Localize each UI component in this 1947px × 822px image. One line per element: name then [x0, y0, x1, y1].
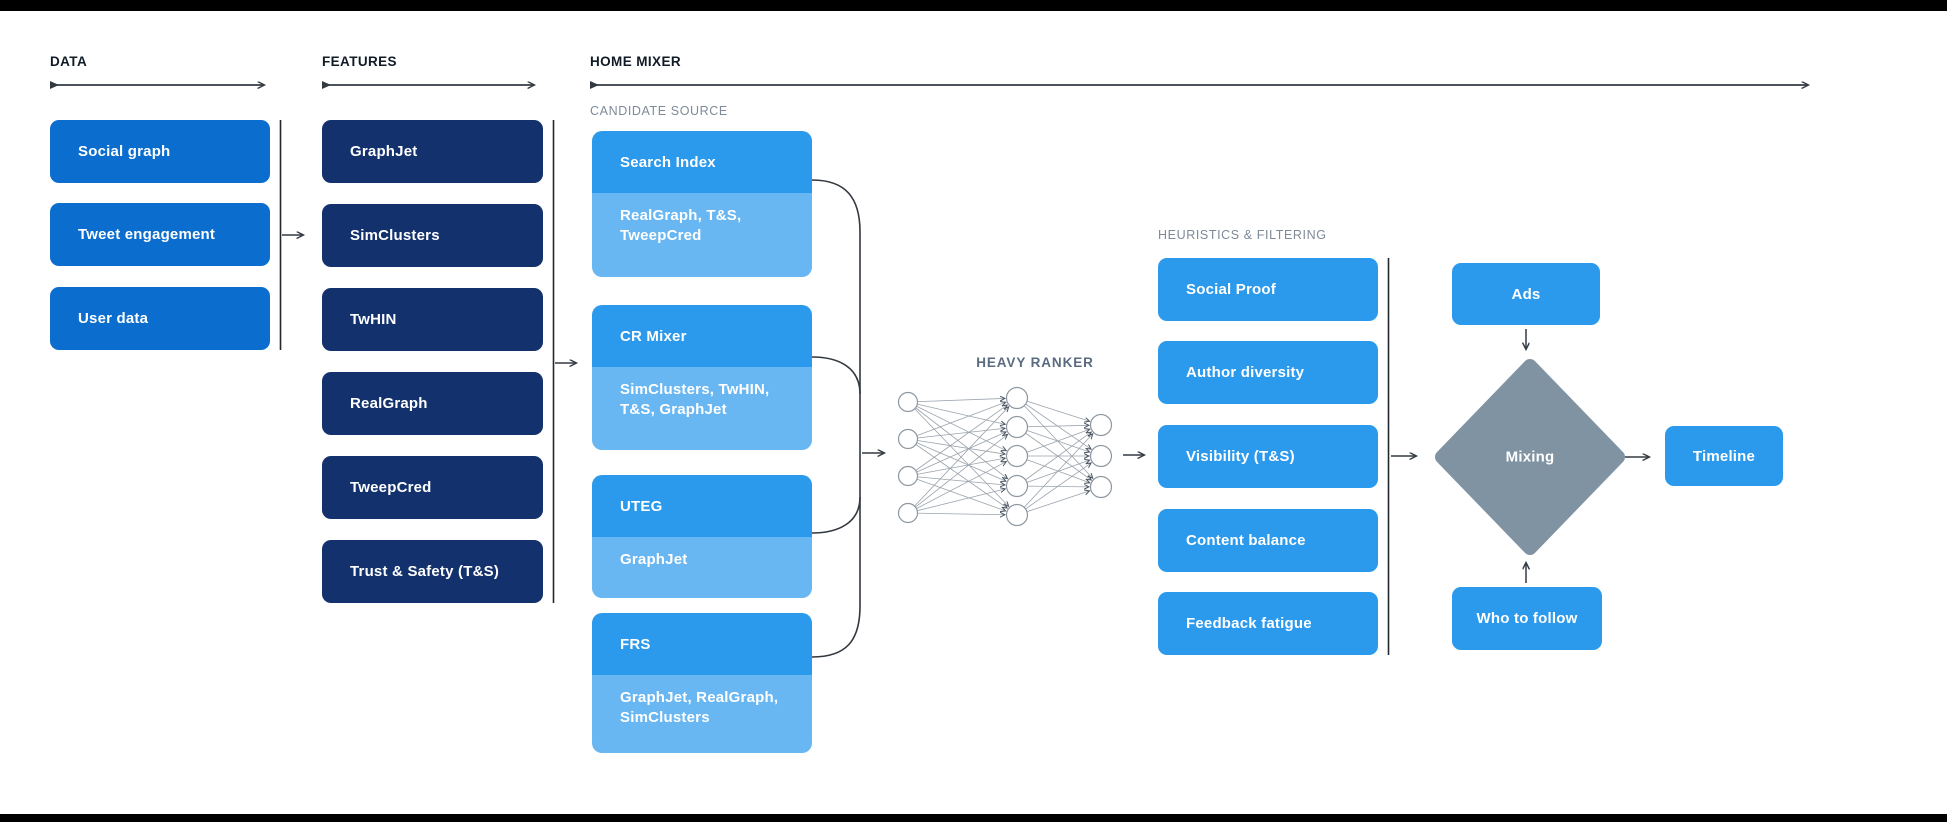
node-uteg: UTEG GraphJet [592, 475, 812, 598]
node-visibility: Visibility (T&S) [1158, 425, 1378, 488]
uteg-title: UTEG [592, 475, 812, 537]
curve-search-index [811, 179, 861, 233]
network-edge [1016, 455, 1089, 483]
network-edge [907, 462, 1006, 514]
node-feedback-fatigue: Feedback fatigue [1158, 592, 1378, 655]
node-search-index: Search Index RealGraph, T&S, TweepCred [592, 131, 812, 277]
network-edge [907, 489, 1005, 514]
network-edge [1016, 491, 1089, 516]
node-who-to-follow: Who to follow [1452, 587, 1602, 650]
network-node-output [1089, 444, 1113, 468]
network-edge [1016, 432, 1091, 487]
node-graphjet: GraphJet [322, 120, 543, 183]
node-frs: FRS GraphJet, RealGraph, SimClusters [592, 613, 812, 753]
network-edge [907, 402, 1005, 440]
curve-cr-mixer [811, 356, 861, 395]
network-edge [1016, 397, 1089, 421]
network-edge [907, 435, 1007, 514]
mixing-diamond-label: Mixing [1505, 448, 1555, 466]
network-edge [907, 513, 1005, 515]
bottom-frame-bar [0, 814, 1947, 822]
search-index-features: RealGraph, T&S, TweepCred [592, 193, 812, 277]
node-content-balance: Content balance [1158, 509, 1378, 572]
section-label-home-mixer: HOME MIXER [590, 54, 682, 69]
network-edge [1016, 434, 1092, 516]
network-node-output [1089, 413, 1113, 437]
network-edge [1016, 397, 1092, 478]
frs-title: FRS [592, 613, 812, 675]
node-tweepcred: TweepCred [322, 456, 543, 519]
node-cr-mixer: CR Mixer SimClusters, TwHIN, T&S, GraphJ… [592, 305, 812, 450]
node-social-proof: Social Proof [1158, 258, 1378, 321]
network-edge [1016, 429, 1089, 457]
network-node-input [897, 465, 919, 487]
network-edge [1016, 397, 1091, 449]
network-node-hidden [1005, 415, 1029, 439]
network-node-hidden [1005, 503, 1029, 527]
curve-frs [811, 605, 861, 658]
uteg-features: GraphJet [592, 537, 812, 598]
network-edge [1016, 486, 1089, 487]
label-candidate-source: CANDIDATE SOURCE [590, 104, 728, 118]
section-label-features: FEATURES [322, 54, 397, 69]
cr-mixer-features: SimClusters, TwHIN, T&S, GraphJet [592, 367, 812, 450]
node-simclusters: SimClusters [322, 204, 543, 267]
network-node-input [897, 502, 919, 524]
network-edge [907, 401, 1006, 450]
network-edge [907, 428, 1005, 440]
label-heavy-ranker: HEAVY RANKER [976, 355, 1094, 370]
network-node-input [897, 428, 919, 450]
cr-mixer-title: CR Mixer [592, 305, 812, 367]
network-edge [907, 405, 1007, 477]
network-node-output [1089, 475, 1113, 499]
network-node-hidden [1005, 444, 1029, 468]
frs-features: GraphJet, RealGraph, SimClusters [592, 675, 812, 753]
network-edge [907, 398, 1005, 403]
network-node-input [897, 391, 919, 413]
node-tweet-engagement: Tweet engagement [50, 203, 270, 266]
network-edge [1016, 426, 1089, 452]
network-edge [907, 458, 1005, 477]
node-ads: Ads [1452, 263, 1600, 325]
network-edge [907, 475, 1005, 511]
network-edge [1016, 463, 1091, 516]
heavy-ranker-network [897, 386, 1113, 527]
network-node-hidden [1005, 386, 1029, 410]
node-trust-safety: Trust & Safety (T&S) [322, 540, 543, 603]
network-edge [907, 407, 1008, 514]
node-realgraph: RealGraph [322, 372, 543, 435]
network-edge [1016, 426, 1091, 480]
curve-uteg [811, 496, 861, 534]
network-edge [907, 432, 1006, 477]
network-node-hidden [1005, 474, 1029, 498]
top-frame-bar [0, 0, 1947, 11]
section-rules [50, 81, 1808, 89]
section-label-data: DATA [50, 54, 88, 69]
node-author-diversity: Author diversity [1158, 341, 1378, 404]
mixing-diamond [1435, 359, 1625, 555]
label-heuristics-filtering: HEURISTICS & FILTERING [1158, 228, 1327, 242]
node-social-graph: Social graph [50, 120, 270, 183]
network-edge [907, 401, 1005, 424]
flow-arrows [282, 235, 1649, 583]
network-edge [907, 401, 1008, 506]
network-edge [1016, 460, 1089, 487]
network-edge [907, 438, 1006, 481]
candidate-collector [811, 179, 861, 658]
node-timeline: Timeline [1665, 426, 1783, 486]
search-index-title: Search Index [592, 131, 812, 193]
network-edge [907, 438, 1005, 454]
network-edge [907, 438, 1007, 508]
network-edge [1016, 425, 1089, 427]
node-twhin: TwHIN [322, 288, 543, 351]
column-dividers [279, 120, 1390, 655]
network-edge [907, 475, 1005, 485]
node-user-data: User data [50, 287, 270, 350]
